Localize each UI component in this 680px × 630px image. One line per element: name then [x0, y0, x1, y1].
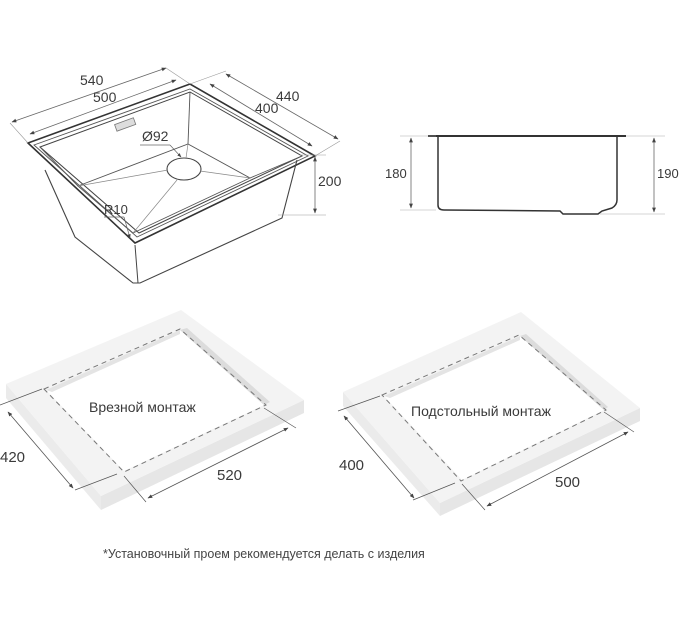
topmount-label: Врезной монтаж: [89, 399, 196, 415]
countertop-topmount: 420 520 Врезной монтаж: [0, 310, 304, 510]
side-view-sink: 180 190: [385, 135, 679, 215]
dim-inner-width: 400: [255, 100, 279, 116]
undermount-label: Подстольный монтаж: [411, 403, 552, 419]
dim-corner-radius: R10: [104, 202, 128, 217]
dim-outer-length: 540: [80, 72, 104, 88]
installation-footnote: *Установочный проем рекомендуется делать…: [103, 547, 425, 561]
isometric-sink: 540 500 440 400 Ø92 R10 200: [9, 67, 342, 284]
dim-inner-depth: 180: [385, 166, 407, 181]
dim-outer-width: 440: [276, 88, 300, 104]
undermount-width: 400: [339, 457, 364, 474]
countertop-undermount: 400 500 Подстольный монтаж: [337, 312, 640, 516]
dim-total-depth: 190: [657, 166, 679, 181]
dim-drain-diameter: Ø92: [142, 128, 169, 144]
topmount-length: 520: [217, 467, 242, 484]
topmount-width: 420: [0, 449, 25, 466]
undermount-length: 500: [555, 474, 580, 491]
dim-inner-length: 500: [93, 89, 117, 105]
dim-depth: 200: [318, 173, 342, 189]
